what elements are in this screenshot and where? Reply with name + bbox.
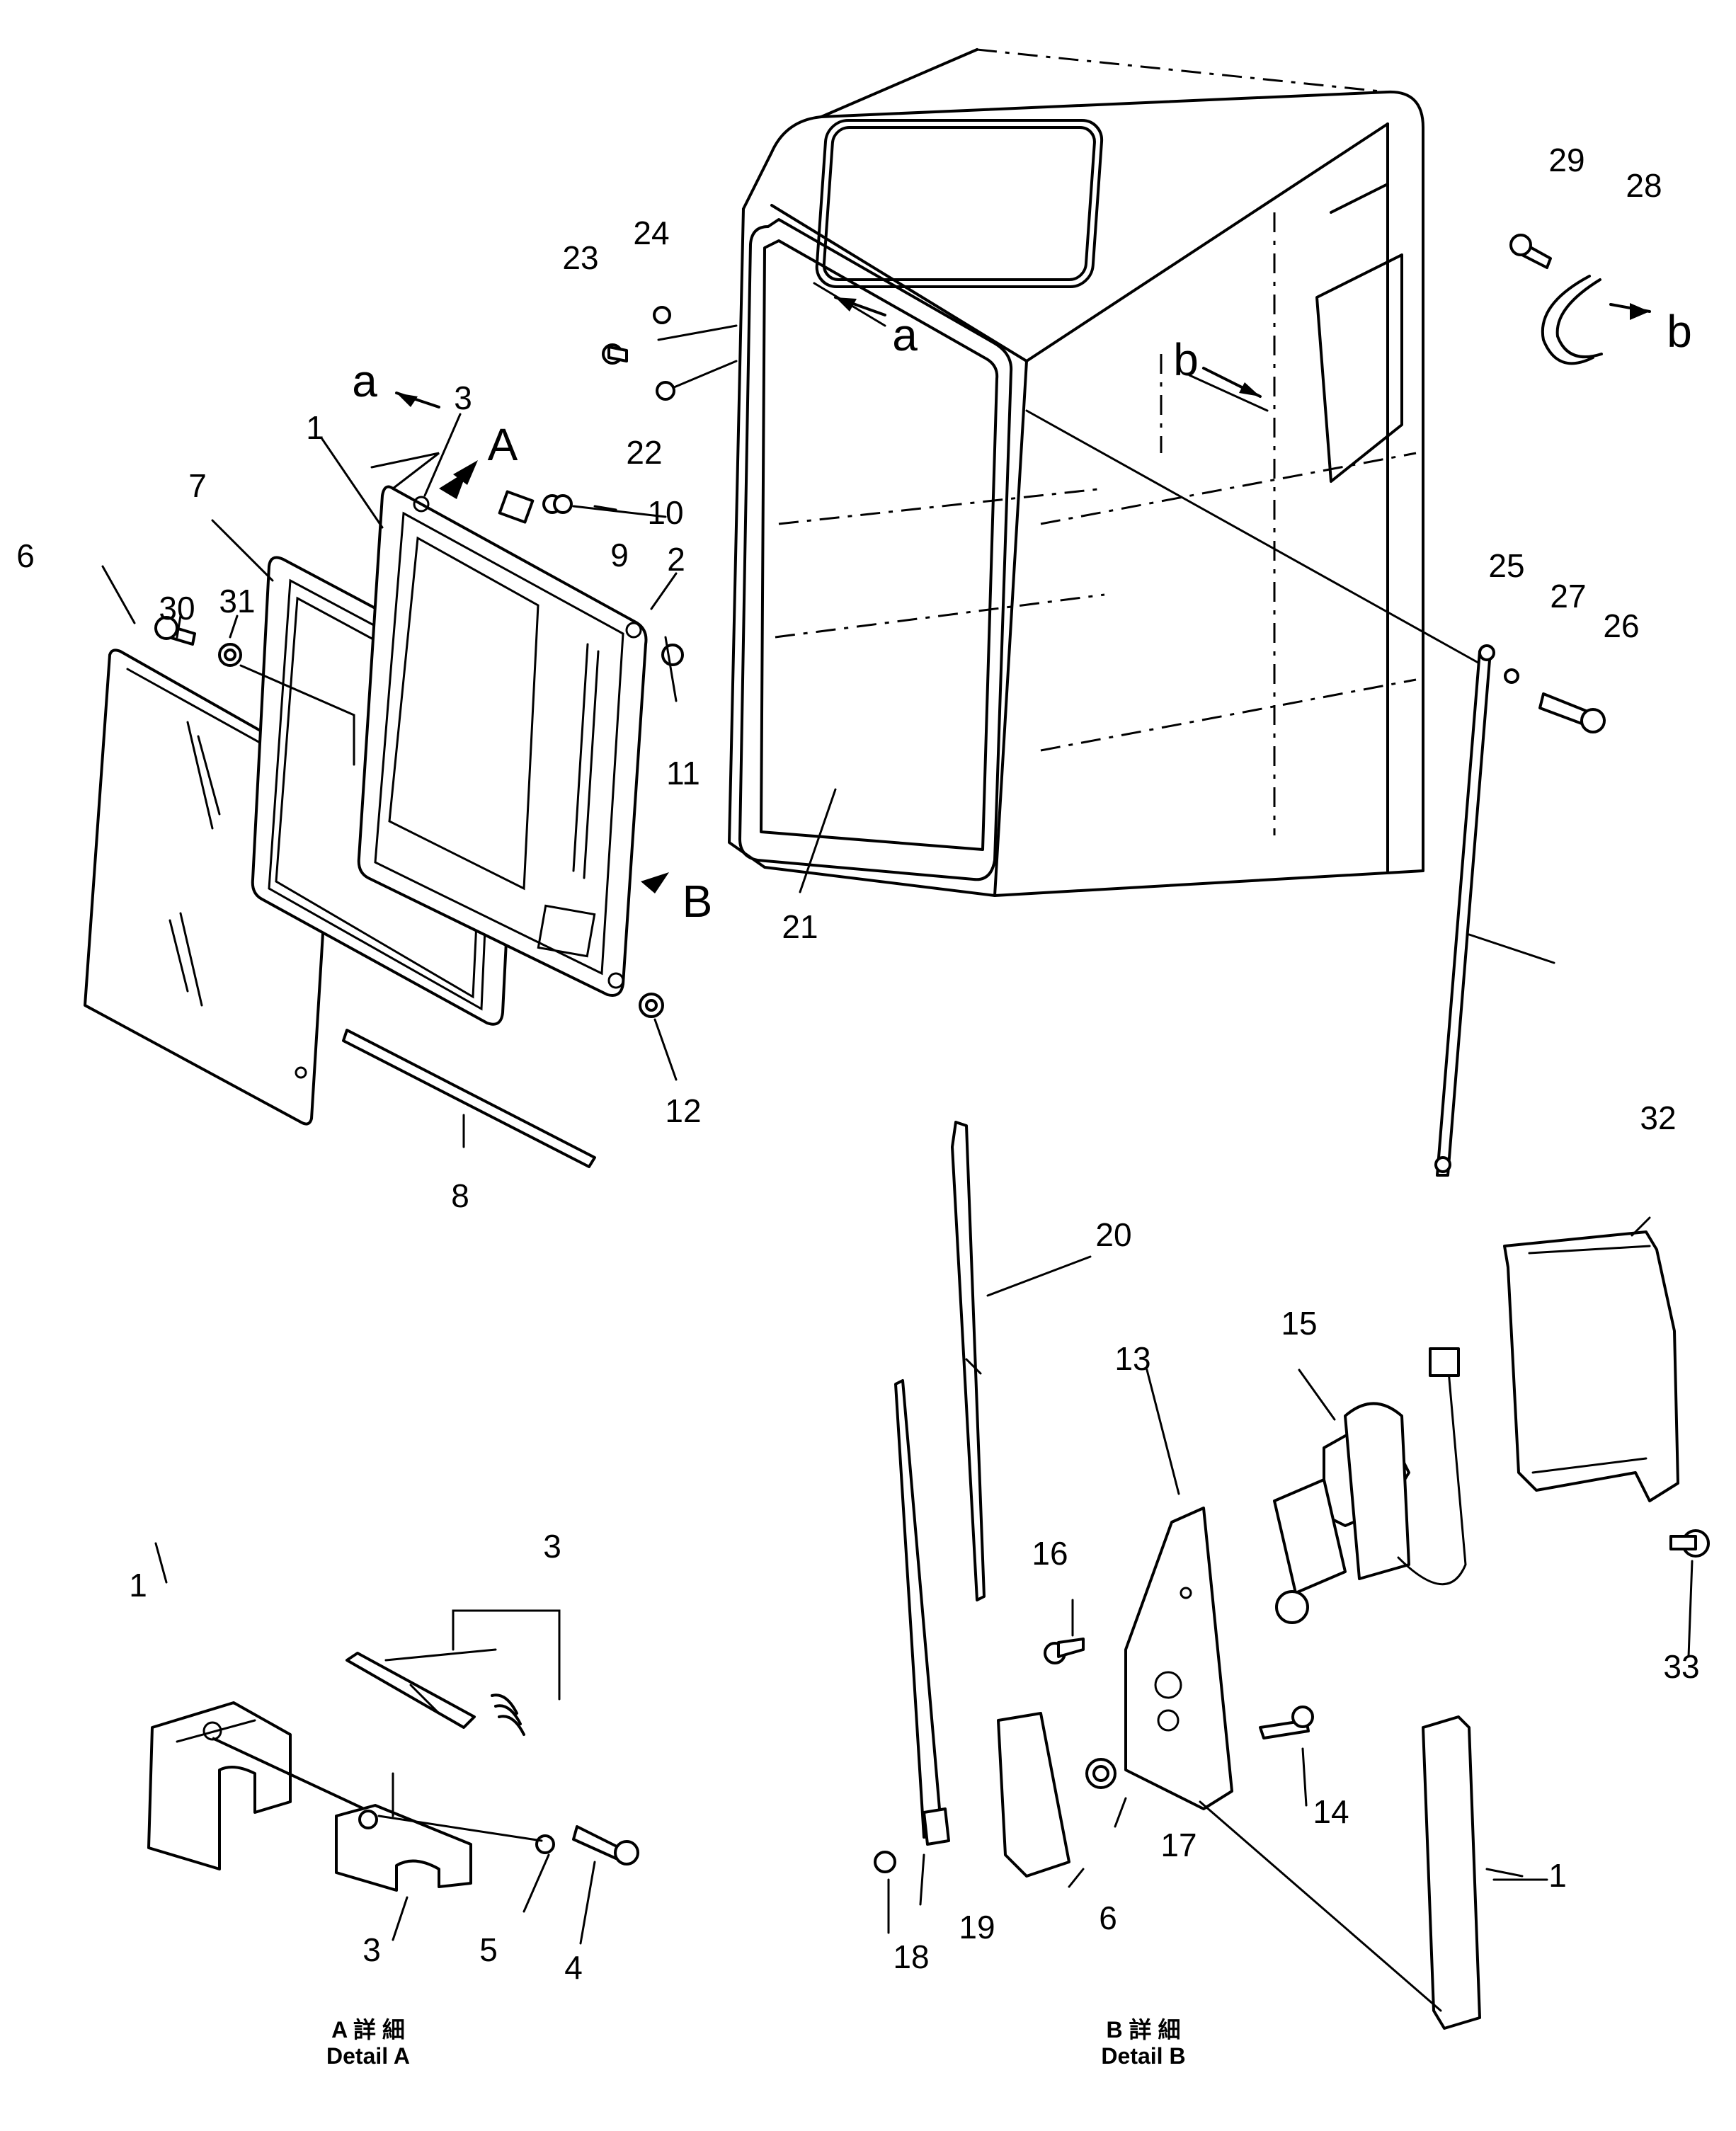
cab-frame [728, 48, 1424, 897]
view-marker-a-door: a [352, 355, 377, 406]
label-part-7: 7 [188, 467, 207, 504]
label-part-2: 2 [667, 541, 685, 578]
detail-a-label-4: 4 [564, 1949, 583, 1986]
label-part-23: 23 [562, 239, 598, 276]
view-arrows [395, 296, 1651, 893]
label-part-11: 11 [666, 755, 700, 792]
label-part-24: 24 [633, 215, 669, 251]
detail-a-caption-jp: A 詳 細 [331, 2017, 405, 2043]
door-leaders [101, 413, 1555, 1148]
label-part-9: 9 [610, 537, 629, 573]
label-part-8: 8 [451, 1177, 469, 1214]
door-frame [357, 485, 648, 997]
label-part-1: 1 [306, 409, 324, 446]
label-part-28: 28 [1626, 167, 1662, 204]
label-part-31: 31 [219, 583, 255, 619]
detail-b-label-19: 19 [959, 1909, 995, 1946]
weather-strip [342, 1029, 596, 1168]
stay-rod [1434, 644, 1606, 1177]
detail-a [147, 1542, 639, 1945]
label-part-30: 30 [159, 590, 195, 627]
door-hardware [154, 234, 1552, 1018]
view-marker-b-handle: b [1667, 306, 1692, 357]
label-part-22: 22 [626, 434, 662, 471]
detail-marker-B: B [683, 876, 713, 927]
detail-b-label-15: 15 [1281, 1305, 1317, 1342]
detail-b-caption-en: Detail B [1101, 2043, 1185, 2069]
label-part-10: 10 [647, 494, 683, 531]
detail-a-caption-en: Detail A [326, 2043, 410, 2069]
detail-marker-A: A [488, 419, 518, 470]
detail-b [874, 1121, 1710, 2030]
label-part-12: 12 [665, 1092, 701, 1129]
cab-leaders [657, 282, 1485, 893]
detail-b-caption-jp: B 詳 細 [1107, 2017, 1181, 2043]
detail-b-label-6: 6 [1099, 1899, 1117, 1936]
view-marker-a-cab: a [892, 309, 918, 360]
label-part-26: 26 [1603, 607, 1639, 644]
label-part-6: 6 [16, 537, 35, 574]
detail-a-label-5: 5 [479, 1931, 498, 1968]
detail-a-label-1: 1 [129, 1567, 147, 1604]
detail-b-label-18: 18 [893, 1938, 929, 1975]
label-part-29: 29 [1548, 142, 1584, 178]
detail-b-leaders [887, 1216, 1694, 1934]
detail-a-label-3-top: 3 [543, 1528, 561, 1565]
detail-b-label-14: 14 [1313, 1793, 1349, 1830]
detail-b-label-17: 17 [1160, 1827, 1197, 1863]
label-part-32: 32 [1640, 1099, 1676, 1136]
detail-b-label-16: 16 [1032, 1535, 1068, 1572]
detail-b-label-1: 1 [1548, 1857, 1567, 1894]
detail-a-label-3-bottom: 3 [362, 1931, 381, 1968]
detail-b-label-13: 13 [1114, 1340, 1150, 1377]
label-part-27: 27 [1550, 578, 1586, 615]
detail-b-label-20: 20 [1095, 1216, 1131, 1253]
label-part-33: 33 [1663, 1648, 1699, 1685]
label-part-25: 25 [1488, 547, 1524, 584]
grab-handle [1541, 275, 1603, 365]
label-part-21: 21 [782, 908, 818, 945]
view-marker-b-cab: b [1173, 334, 1199, 385]
label-part-3: 3 [454, 379, 472, 416]
